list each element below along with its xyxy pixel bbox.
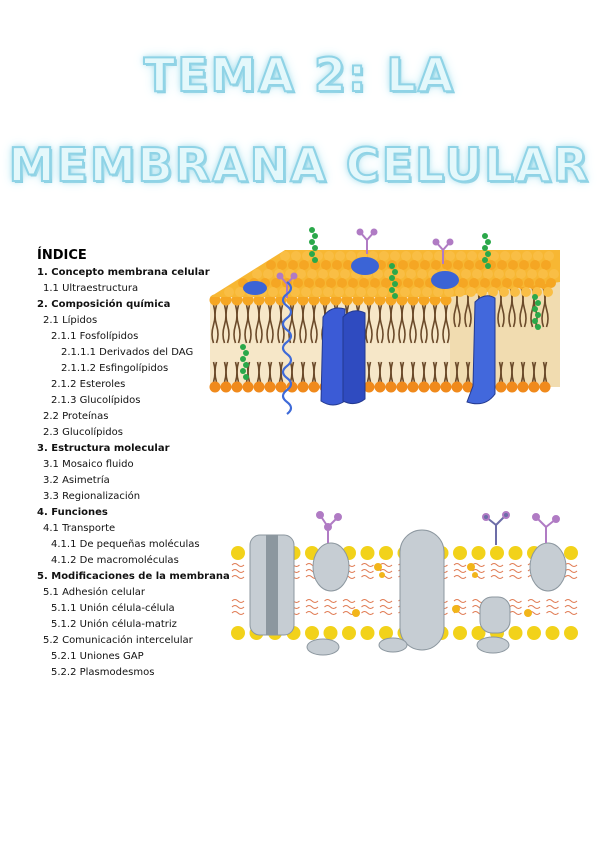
toc-item: 1.1 Ultraestructura [43, 283, 139, 294]
toc-item: 5.1.1 Unión célula-célula [51, 603, 175, 614]
toc-item: 4. Funciones [37, 507, 108, 518]
page-title-line-1: TEMA 2: LA [143, 47, 456, 103]
bilayer-front-face [209, 278, 560, 393]
membrane-proteins [249, 529, 567, 656]
membrane-cross-section-illustration [231, 511, 578, 656]
page-title-line-2: MEMBRANA CELULAR [8, 137, 591, 193]
toc-item: 2.1.3 Glucolípidos [51, 395, 141, 406]
toc-list: 1. Concepto membrana celular 1.1 Ultraest… [37, 265, 237, 681]
toc-item: 3.3 Regionalización [43, 491, 141, 502]
toc-item: 4.1 Transporte [43, 523, 116, 534]
alpha-helix [281, 281, 293, 415]
bilayer-top-surface [210, 250, 560, 297]
toc-item: 3.1 Mosaico fluido [43, 459, 134, 470]
toc-item: 4.1.2 De macromoléculas [51, 555, 179, 566]
toc-item: 2.1 Lípidos [43, 315, 98, 326]
glycan-chains [240, 227, 541, 380]
toc-item: 5.2.2 Plasmodesmos [51, 667, 155, 678]
toc-item: 2.2 Proteínas [43, 411, 109, 422]
toc-heading: ÍNDICE [37, 248, 87, 263]
cholesterol-marks [352, 563, 532, 617]
toc-item: 5.1 Adhesión celular [43, 587, 145, 598]
transmembrane-protein [243, 257, 496, 406]
toc-item: 2.3 Glucolípidos [43, 427, 123, 438]
toc-item: 5. Modificaciones de la membrana [37, 571, 230, 582]
membrane-3d-illustration [209, 227, 560, 415]
toc-item: 3.2 Asimetría [43, 475, 110, 486]
toc-item: 4.1.1 De pequeñas moléculas [51, 539, 200, 550]
toc-item: 5.2.1 Uniones GAP [51, 651, 144, 662]
toc-item: 2.1.1.1 Derivados del DAG [61, 347, 194, 358]
toc-item: 2.1.2 Esteroles [51, 379, 126, 390]
toc-item: 2.1.1 Fosfolípidos [51, 331, 139, 342]
glycan-trees [316, 511, 560, 545]
toc-item: 5.1.2 Unión célula-matriz [51, 619, 177, 630]
toc-item: 3. Estructura molecular [37, 443, 170, 454]
toc-item: 2. Composición química [37, 299, 171, 310]
toc-item: 5.2 Comunicación intercelular [43, 635, 193, 646]
table-of-contents: ÍNDICE 1. Concepto membrana celular 1.1 U… [37, 248, 237, 681]
toc-item: 2.1.1.2 Esfingolípidos [61, 363, 169, 374]
toc-item: 1. Concepto membrana celular [37, 267, 210, 278]
